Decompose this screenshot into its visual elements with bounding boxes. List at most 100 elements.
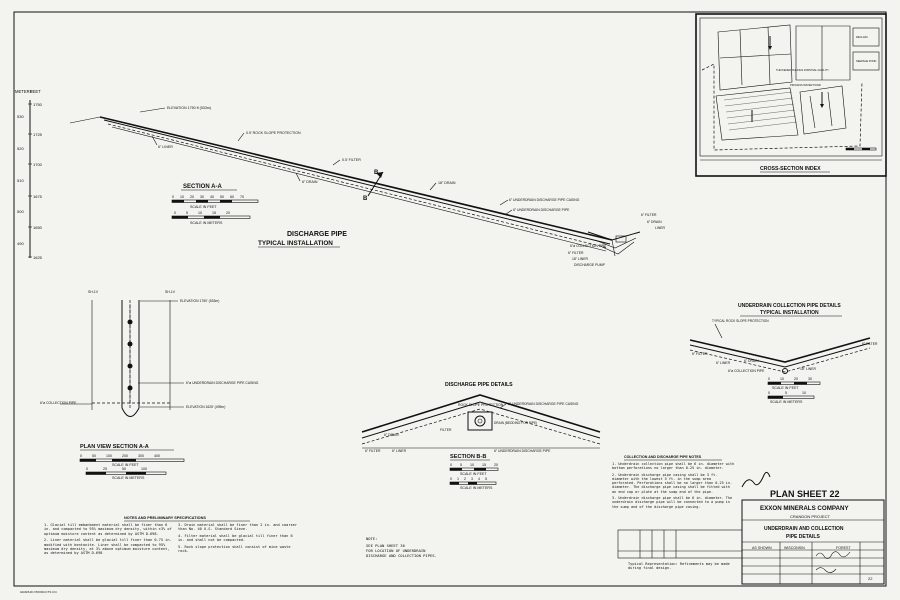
cross-section-index: THICKENED TAILINGS DISPOSAL FACILITY PRO… [695,13,887,177]
bb-meter-label: SCALE IN METERS [460,486,493,490]
collection-meter-ticks: 0 5 10 [768,391,806,395]
bb-drain: DRAIN (BEDDING FOR PIPE) [494,421,537,425]
tick-feet: 1625 [33,255,43,260]
label-underdrain-casing: 6" UNDERDRAIN DISCHARGE PIPE CASING [509,198,580,202]
tick-feet: 1675 [33,194,43,199]
label-drain: 6" DRAIN [302,180,318,184]
collection-feet-ticks: 0 10 20 30 [768,377,812,381]
note-4: 4. Filter material shall be glacial till… [178,533,293,543]
profile-axis: METERS FEET 1750 1725 1700 1675 1650 162… [15,89,43,260]
discharge-details-title: DISCHARGE PIPE DETAILS [445,382,513,388]
collection-title: UNDERDRAIN COLLECTION PIPE DETAILS [738,303,841,309]
bb-filter-left: 6" FILTER [365,449,381,453]
tick-meters: 500 [17,209,24,214]
tick-feet: 1650 [33,225,43,230]
section-aa-feet-ticks: 0 10 20 30 40 50 60 70 [172,195,244,199]
tick-meters: 490 [17,241,24,246]
note-small-2: FOR LOCATION OF UNDERDRAIN [366,548,426,553]
plan-sheet-number: PLAN SHEET 22 [770,489,840,499]
collection-filter: 6" FILTER [692,352,708,356]
section-mark-b: B [363,196,368,202]
discharge-pipe-details: DISCHARGE PIPE DETAILS ROCK SLOPE PROTEC… [361,382,601,490]
project-name: CRANDON PROJECT [790,514,831,519]
tick-meters: 510 [17,178,24,183]
revision-table [617,529,743,559]
note-small-1: SEE PLAN SHEET 36 [366,543,406,548]
label-liner-r: LINER [655,226,666,230]
label-discharge-pump: DISCHARGE PUMP [574,263,606,267]
notes-section: NOTES AND PRELIMINARY SPECIFICATIONS 1. … [44,516,437,558]
collection-feet-label: SCALE IN FEET [772,386,799,390]
sheet-border [13,11,887,587]
section-aa-title: SECTION A-A [183,184,222,190]
tb-county: FOREST [836,546,851,550]
label-rock-slope: 0.5' ROCK SLOPE PROTECTION [246,131,301,135]
collection-pipe: 6"ø COLLECTION PIPE [728,369,765,373]
collection-liner: 6" LINER [716,361,731,365]
label-filter-r2: 6" FILTER [568,251,584,255]
label-liner: 6" LINER [158,145,173,149]
bb-filter: FILTER [440,428,452,432]
section-aa-scale: SECTION A-A 0 10 20 30 40 50 60 70 SCALE… [171,184,259,225]
discharge-pipe-title: DISCHARGE PIPE [287,231,347,238]
label-drain2: 18" DRAIN [438,181,456,185]
title-block: PLAN SHEET 22 EXXON MINERALS COMPANY CRA… [741,471,885,585]
index-label-pond: PROCESS WATER POND [790,83,821,87]
notes-header: NOTES AND PRELIMINARY SPECIFICATIONS [124,516,206,520]
index-label-seepage: SEEPAGE POND [856,59,877,63]
bb-casing: 6" UNDERDRAIN DISCHARGE PIPE CASING [508,402,579,406]
collection-drain: 6" DRAIN [744,359,759,363]
pipe-notes: COLLECTION AND DISCHARGE PIPE NOTES 1. U… [612,455,735,571]
section-aa-feet-label: SCALE IN FEET [190,205,217,209]
collection-subtitle: TYPICAL INSTALLATION [760,310,819,316]
tick-feet: 1750 [33,102,43,107]
label-liner-r2: 18" LINER [572,257,588,261]
plan-label-tl: SH-1V [88,290,99,294]
plan-meter-label: SCALE IN METERS [112,476,145,480]
section-mark-b: B [374,170,379,176]
footer-credit: GRAPHIC PRODUCTS CO. [20,590,58,594]
typical-representation: Typical Representation: Refinements may … [628,562,730,571]
index-label-reclaim: RECLAIM [856,35,868,39]
plan-view-section-aa: SH-1V SH-1V ELEVATION 1750' (533m) 6"ø U… [40,290,259,480]
note-2: 2. Liner material shall be glacial till … [44,538,172,556]
plan-view-title: PLAN VIEW SECTION A-A [80,444,149,450]
label-filter-r: 6" FILTER [641,213,657,217]
section-aa-meter-label: SCALE IN METERS [190,221,223,225]
pipe-note-2: 2. Underdrain discharge pipe casing shal… [612,472,733,494]
pipe-notes-header: COLLECTION AND DISCHARGE PIPE NOTES [624,455,702,459]
axis-label-meters: METERS [15,89,33,94]
index-label-ttdf: THICKENED TAILINGS DISPOSAL FACILITY [776,68,829,72]
discharge-pipe-subtitle: TYPICAL INSTALLATION [258,240,333,247]
tb-scale: AS SHOWN [752,546,772,550]
tick-meters: 520 [17,146,24,151]
axis-label-feet: FEET [30,89,41,94]
plan-elevation-top: ELEVATION 1750' (533m) [180,299,219,303]
label-drain-r: 6" DRAIN [647,220,662,224]
tick-meters: 530 [17,114,24,119]
bb-underdrain-pipe: 6" UNDERDRAIN DISCHARGE PIPE [494,449,551,453]
bb-feet-label: SCALE IN FEET [460,472,487,476]
title-line-2: PIPE DETAILS [786,534,820,540]
plan-casing: 6"ø UNDERDRAIN DISCHARGE PIPE CASING [186,381,259,385]
plan-meter-ticks: 0 25 50 100 [86,467,147,471]
tick-feet: 1700 [33,162,43,167]
plan-elevation-bottom: ELEVATION 1625' (495m) [186,405,225,409]
bb-drain-label: 6" DRAIN [384,433,399,437]
plan-label-tr: SH-1V [165,290,176,294]
plan-feet-label: SCALE IN FEET [112,463,139,467]
label-collection-pipe: 6"ø COLLECTION PIPE [570,244,607,248]
cross-section-index-title: CROSS-SECTION INDEX [760,166,821,172]
section-bb-title: SECTION B-B [450,454,486,460]
pipe-note-3: 3. Underdrain discharge pipe shall be 6 … [612,496,733,509]
note-3: 3. Drain material shall be finer than 2 … [178,523,297,532]
bb-liner: 6" LINER [392,449,407,453]
label-filter: 0.5' FILTER [342,158,361,162]
pipe-note-1: 1. Underdrain collection pipe shall be 6… [612,462,735,471]
plan-feet-ticks: 0 50 100 200 300 400 [80,454,160,458]
collection-meter-label: SCALE IN METERS [770,400,803,404]
label-elevation: ELEVATION 1750 ft (533m) [167,106,211,110]
collection-liner2: 18" LINER [800,367,816,371]
